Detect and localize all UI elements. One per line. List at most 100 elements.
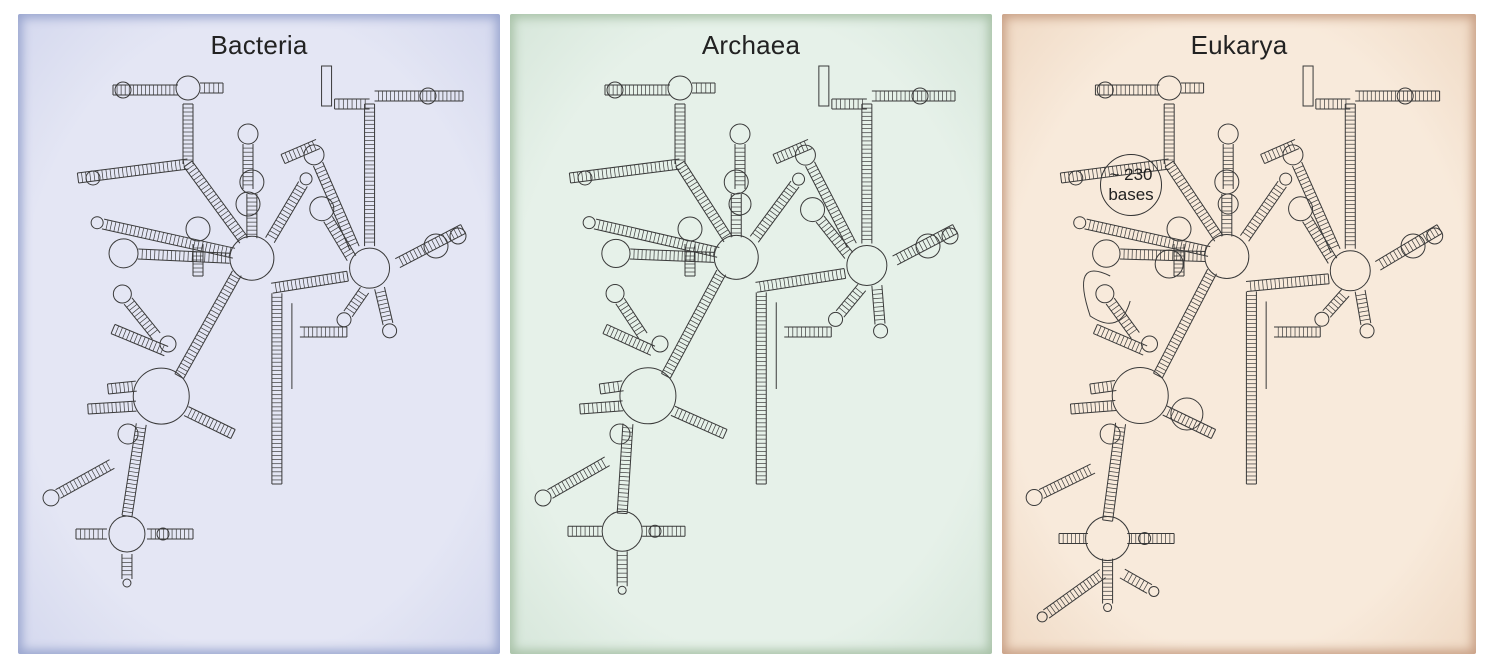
strand-line [816,222,845,258]
base-pair-rung [1080,170,1081,180]
hairpin-loop [109,239,138,268]
base-pair-rung [338,219,347,223]
strand-line [758,187,799,242]
base-pair-rung [602,221,604,231]
base-pair-rung [1083,468,1087,477]
base-pair-rung [777,153,781,162]
base-pair-rung [634,228,636,238]
base-pair-rung [143,165,144,175]
helix-cap [1328,274,1329,284]
base-pair-rung [207,317,216,322]
base-pair-rung [213,244,215,254]
strand-line [777,149,812,164]
base-pair-rung [291,280,293,290]
base-pair-rung [690,320,699,325]
base-pair-rung [926,238,931,247]
base-pair-rung [122,224,124,234]
base-pair-rung [1109,331,1113,340]
base-pair-rung [1397,249,1402,258]
strand-line [1265,149,1299,164]
hairpin-loop [618,586,626,594]
base-pair-rung [693,189,701,194]
base-pair-rung [904,250,909,259]
base-pair-rung [651,163,652,173]
internal-loop [602,511,642,551]
base-pair-rung [1096,572,1102,580]
base-pair-rung [601,459,606,468]
base-pair-rung [661,235,663,245]
base-pair-rung [681,239,683,249]
hairpin-loop [583,217,595,229]
hairpin-loop [1315,312,1329,326]
base-pair-rung [225,217,233,223]
base-pair-rung [1079,403,1080,413]
base-pair-rung [874,306,884,307]
base-pair-rung [1287,278,1288,288]
base-pair-rung [703,295,712,300]
base-pair-rung [1316,275,1317,285]
base-pair-rung [643,343,647,352]
strand-line [1163,415,1212,439]
base-pair-rung [335,212,344,216]
base-pair-rung [785,149,789,158]
helix-stem [755,269,845,293]
base-pair-rung [126,487,136,489]
base-pair-rung [621,448,631,449]
base-pair-rung [1192,243,1194,253]
base-pair-rung [558,484,563,493]
base-pair-rung [453,228,458,237]
hairpin-loop [337,313,351,327]
base-pair-rung [1193,420,1197,429]
internal-loop [109,516,145,552]
strand-line [375,289,383,325]
base-pair-rung [322,181,331,185]
base-pair-rung [618,167,619,177]
base-pair-rung [622,440,632,441]
base-pair-rung [106,462,111,471]
base-pair-rung [555,486,560,495]
base-pair-rung [287,281,289,291]
base-pair-rung [620,464,630,465]
base-pair-rung [1339,293,1346,300]
base-pair-rung [610,168,611,178]
base-pair-rung [1430,229,1435,238]
base-pair-rung [625,335,629,344]
base-pair-rung [1195,294,1204,299]
base-pair-rung [308,143,312,152]
terminal-stem [1303,66,1313,106]
base-pair-rung [211,197,219,203]
base-pair-rung [297,148,301,157]
base-pair-rung [159,163,160,173]
base-pair-rung [706,209,714,214]
helix-cap [773,154,777,163]
base-pair-rung [1170,168,1178,174]
internal-loop [450,228,466,244]
base-pair-rung [221,246,223,256]
internal-loop [729,193,751,215]
helix-stem [395,225,465,268]
helix-stem [113,285,160,339]
base-pair-rung [191,410,195,419]
base-pair-rung [81,476,86,485]
base-pair-rung [230,224,238,230]
base-pair-rung [1088,169,1089,179]
base-pair-rung [681,338,690,343]
helix-cap [184,161,192,167]
base-pair-rung [283,281,285,291]
base-pair-rung [224,426,228,435]
base-pair-rung [1105,329,1109,338]
base-pair-rung [330,200,339,204]
strand-line [122,423,136,515]
strand-line [77,159,187,173]
base-pair-rung [312,141,316,150]
base-pair-rung [796,276,798,286]
base-pair-rung [1105,500,1115,501]
base-pair-rung [1291,141,1295,150]
base-pair-rung [122,329,126,338]
hairpin-loop [1215,170,1239,194]
helix-stem [1103,559,1113,612]
helix-cap [1070,404,1071,414]
base-pair-rung [834,239,842,245]
base-pair-rung [1185,417,1189,426]
base-pair-rung [757,227,765,233]
